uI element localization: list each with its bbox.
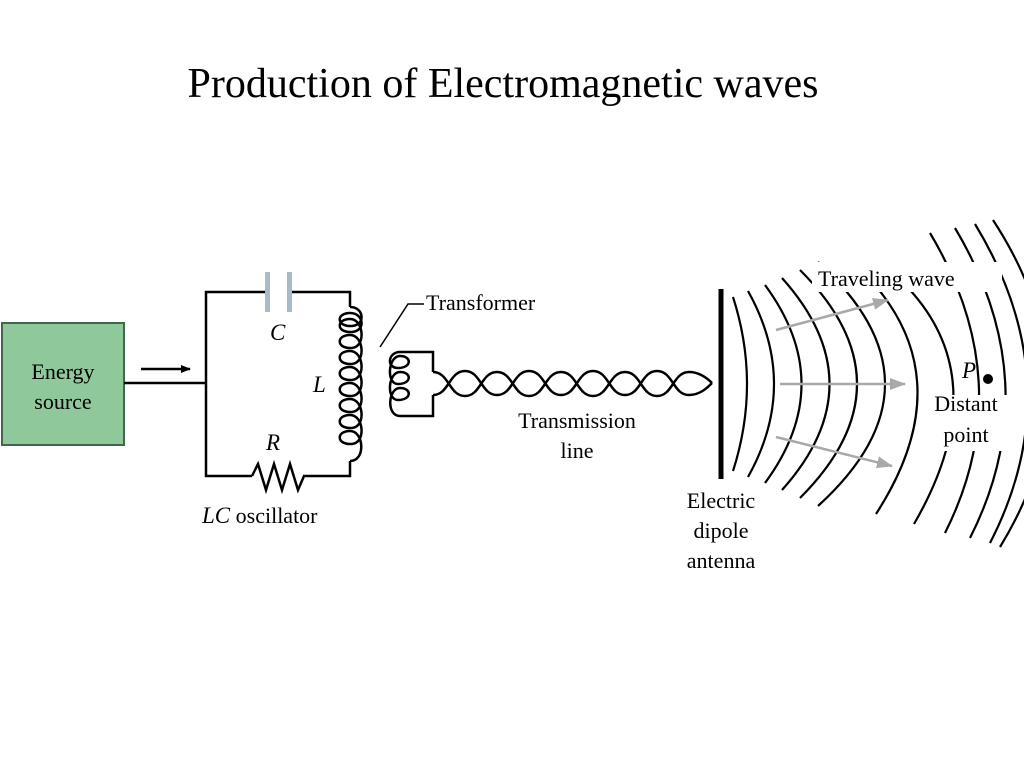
wavefront-12 <box>992 219 1024 548</box>
traveling-wave-label: Traveling wave <box>818 266 955 291</box>
energy-source-label-line1: Energy <box>31 359 94 384</box>
inductor-label: L <box>312 372 326 397</box>
transformer-leader <box>379 303 424 348</box>
resistor <box>250 459 310 495</box>
wavefront-1 <box>731 296 749 472</box>
distant-point-marker <box>983 374 993 384</box>
distant-point-label-line1: Distant <box>934 391 998 416</box>
transformer-label: Transformer <box>426 290 536 315</box>
lc-oscillator-label-suffix: oscillator <box>230 503 318 528</box>
lc-oscillator-label: LC oscillator <box>201 503 318 528</box>
transmission-line-label-line1: Transmission <box>518 408 636 433</box>
distant-point-label-line2: point <box>943 422 988 447</box>
energy-source-label-line2: source <box>34 389 91 414</box>
antenna-label-line2: dipole <box>694 518 749 543</box>
energy-source: Energy source <box>1 322 125 446</box>
lc-oscillator <box>204 290 352 478</box>
resistor-label: R <box>265 430 280 455</box>
transmission-line <box>432 369 713 398</box>
point-label: P <box>961 358 976 383</box>
transformer-secondary-coil <box>388 350 435 418</box>
propagation-arrow-down <box>775 435 893 469</box>
propagation-arrow-up <box>775 298 889 332</box>
antenna-label-line3: antenna <box>687 548 756 573</box>
transmission-line-label-line2: line <box>561 438 594 463</box>
capacitor-label: C <box>270 320 286 345</box>
wavefront-7 <box>873 283 919 515</box>
antenna-label-line1: Electric <box>687 488 756 513</box>
propagation-arrows <box>775 298 906 469</box>
capacitor <box>265 272 292 312</box>
wavefront-2 <box>747 290 775 478</box>
slide-title: Production of Electromagnetic waves <box>187 61 819 107</box>
lc-oscillator-label-prefix: LC <box>201 503 231 528</box>
inductor-coil <box>338 305 363 463</box>
capacitor-plate-left <box>265 272 270 312</box>
energy-source-box <box>1 322 125 446</box>
capacitor-plate-right <box>287 272 292 312</box>
energy-feed <box>124 365 206 385</box>
